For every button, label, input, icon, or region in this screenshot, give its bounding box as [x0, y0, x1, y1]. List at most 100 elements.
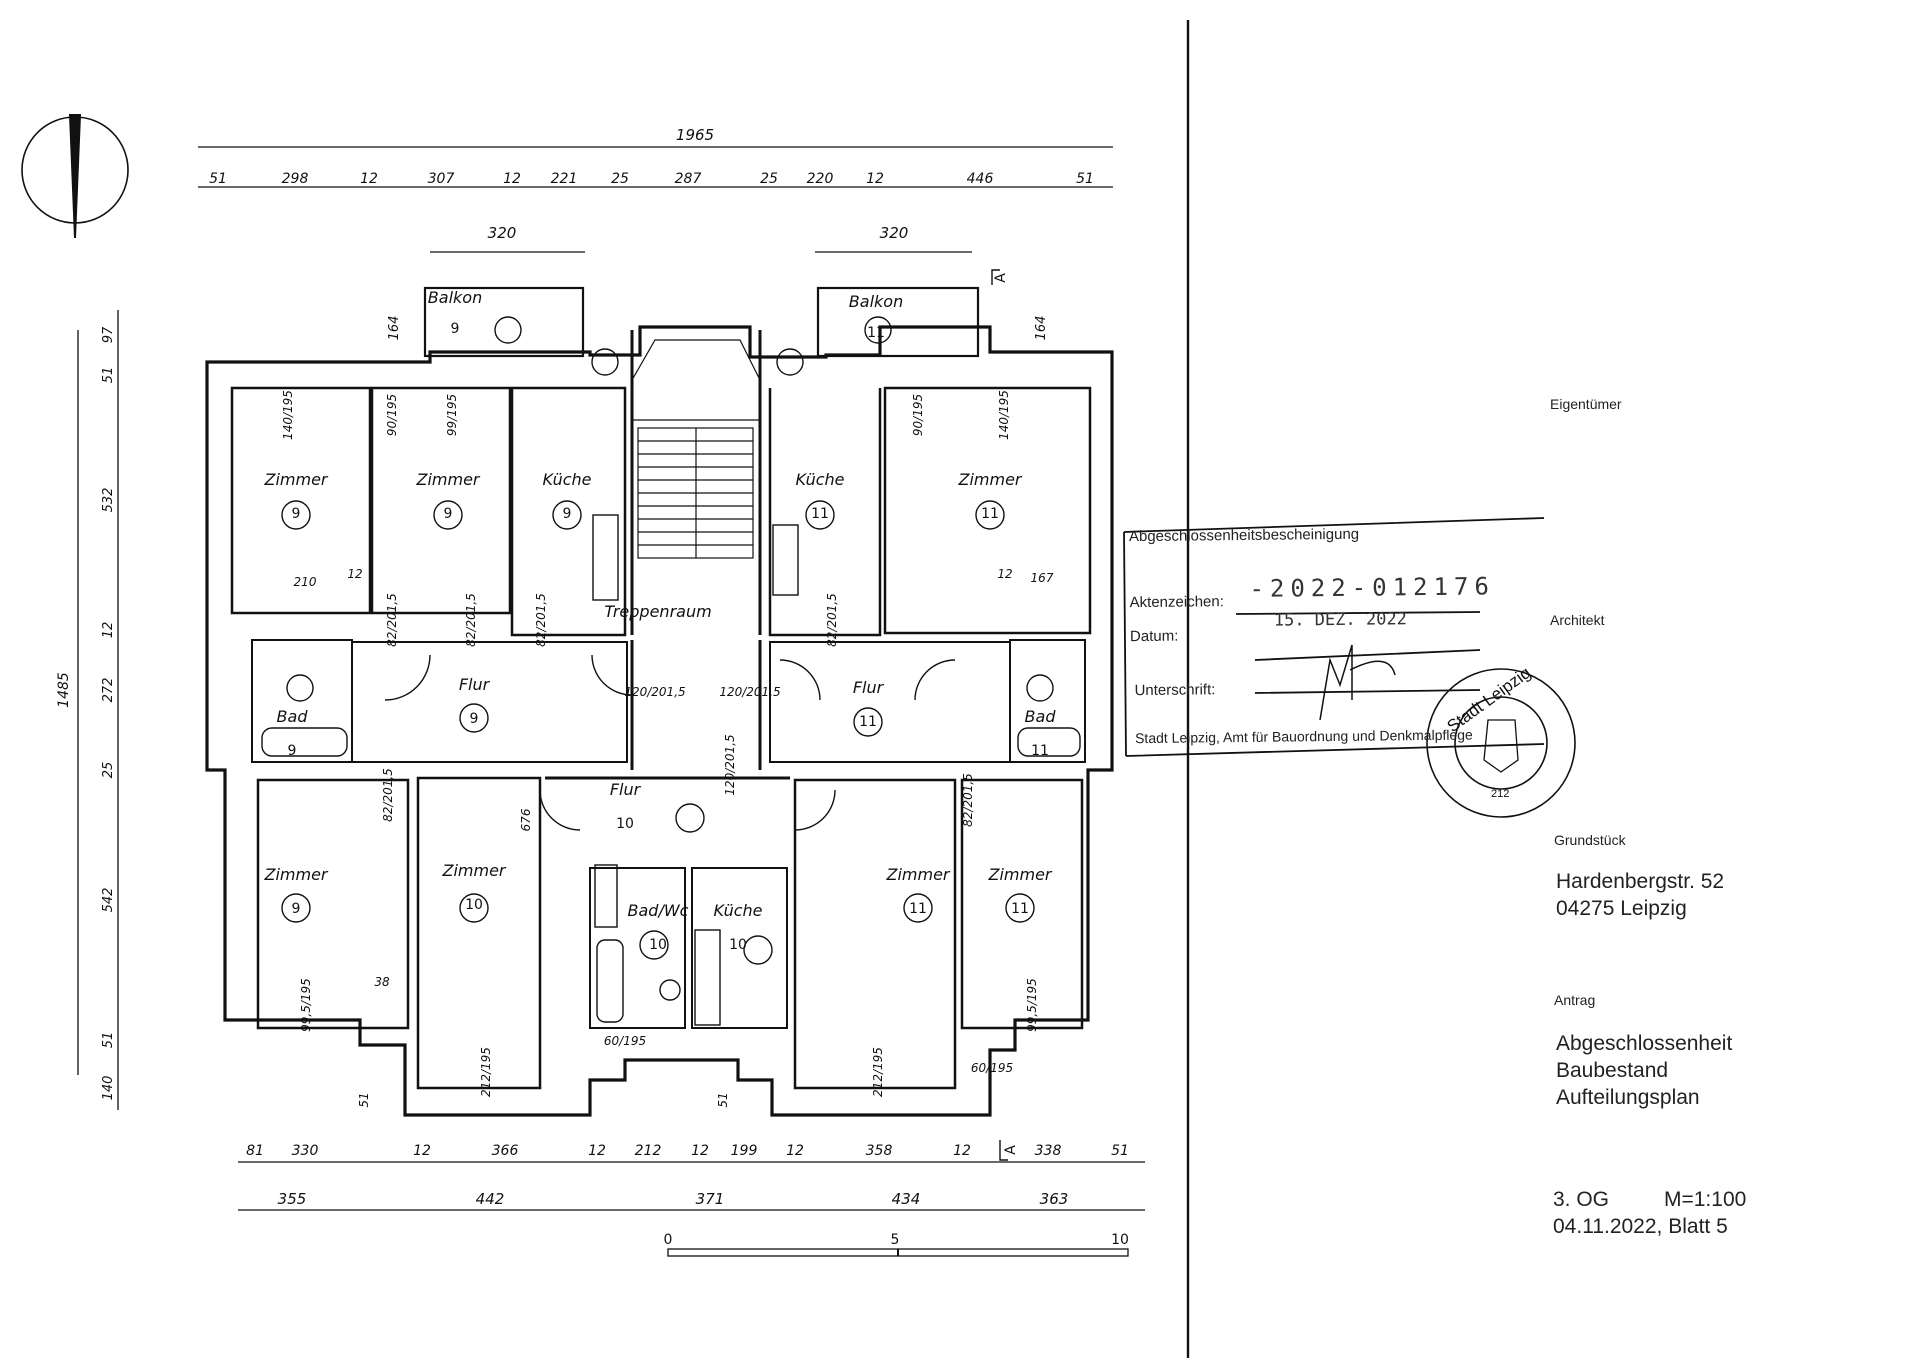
dim-room: 99,5/195: [299, 978, 313, 1032]
section-marker: A: [993, 273, 1009, 283]
room-unit-number: 10: [616, 816, 634, 832]
dim-room: 99,5/195: [1025, 978, 1039, 1032]
dim-top-segment: 12: [866, 171, 884, 187]
room-unit-number: 9: [563, 506, 572, 522]
signature-mark: [1319, 644, 1396, 721]
dim-top-segment: 298: [282, 171, 309, 187]
dim-room: 12: [347, 567, 362, 581]
dim-bottom-segment: 338: [1035, 1143, 1062, 1159]
room-unit-number: 9: [444, 506, 453, 522]
room-label: Küche: [543, 470, 592, 489]
room-label: Zimmer: [988, 865, 1053, 884]
dim-bottom-segment: 12: [786, 1143, 804, 1159]
room-label: Zimmer: [264, 470, 329, 489]
dim-left-segment: 51: [101, 1032, 116, 1049]
address-line-2: 04275 Leipzig: [1556, 897, 1687, 920]
dim-top-segment: 220: [807, 171, 834, 187]
room-label: Treppenraum: [604, 602, 711, 621]
dim-room: 212/195: [479, 1047, 493, 1097]
dim-room: 120/201,5: [723, 734, 737, 795]
stamp-datum-value: 15. DEZ. 2022: [1273, 609, 1407, 631]
room-label: Bad/Wc: [628, 901, 689, 920]
dim-top-segment: 25: [611, 171, 629, 187]
room-unit-number: 11: [909, 901, 927, 917]
dim-bottom-segment: 330: [292, 1143, 319, 1159]
room-label: Balkon: [849, 292, 903, 311]
dim-bottom-segment: 199: [731, 1143, 758, 1159]
antrag-line-3: Aufteilungsplan: [1556, 1086, 1700, 1109]
seal-text: Stadt Leipzig: [1443, 663, 1535, 737]
dim-top-segment: 221: [551, 171, 578, 187]
room-label: Zimmer: [416, 470, 481, 489]
dim-top-segment: 446: [967, 171, 994, 187]
eigentuemer-label: Eigentümer: [1550, 396, 1622, 412]
dim-left-segment: 12: [101, 622, 116, 639]
room-label: Zimmer: [442, 861, 507, 880]
dim-balcony-width: 320: [880, 224, 909, 242]
room-unit-number: 9: [292, 901, 301, 917]
dim-bottom-segment: 51: [1111, 1143, 1129, 1159]
dim-room: 140/195: [281, 390, 295, 440]
dim-top-segment: 51: [209, 171, 227, 187]
dim-left-segment: 97: [101, 326, 116, 343]
dim-top-segment: 287: [675, 171, 702, 187]
room-unit-number: 11: [1031, 743, 1049, 759]
dim-room: 90/195: [385, 394, 399, 436]
dim-room: 60/195: [604, 1034, 646, 1048]
room-label: Küche: [796, 470, 845, 489]
dim-top-segment: 307: [428, 171, 455, 187]
stamp-title: Abgeschlossenheitsbescheinigung: [1128, 525, 1360, 546]
scale-tick-5: 5: [891, 1232, 900, 1248]
stamp-frame: [1123, 517, 1545, 757]
architekt-label: Architekt: [1550, 612, 1605, 628]
antrag-line-1: Abgeschlossenheit: [1556, 1032, 1733, 1055]
scale-tick-0: 0: [664, 1232, 673, 1248]
dim-bottom-group: 363: [1040, 1190, 1069, 1208]
room-unit-number: 11: [811, 506, 829, 522]
room-unit-number: 9: [451, 321, 460, 337]
dim-bottom-segment: 12: [691, 1143, 709, 1159]
dim-left-total: 1485: [56, 672, 72, 708]
room-label: Flur: [459, 675, 491, 694]
dim-left-segment: 542: [101, 888, 116, 913]
dim-balcony-depth: 164: [387, 316, 402, 341]
room-unit-number: 11: [859, 714, 877, 730]
scale-bar: [667, 1248, 1129, 1257]
dim-room: 82/201,5: [385, 593, 399, 647]
floor-label: 3. OG: [1553, 1188, 1610, 1211]
dim-bottom-group: 371: [696, 1190, 725, 1208]
dim-left-segment: 25: [101, 762, 116, 779]
room-label: Flur: [610, 780, 642, 799]
dim-bottom-segment: 81: [246, 1143, 264, 1159]
room-unit-number: 10: [729, 937, 747, 953]
room-unit-number: 10: [465, 897, 483, 913]
dim-room: 12: [997, 567, 1012, 581]
staircase: [631, 339, 761, 559]
room-unit-number: 11: [867, 325, 885, 341]
stamp-unterschrift-label: Unterschrift:: [1134, 681, 1216, 700]
room-unit-number: 10: [649, 937, 667, 953]
dim-room: 90/195: [911, 394, 925, 436]
room-label: Bad: [277, 707, 309, 726]
scale-tick-10: 10: [1111, 1232, 1129, 1248]
seal-stamp-graphic: [1426, 668, 1576, 818]
room-label: Balkon: [428, 288, 482, 307]
dim-room: 60/195: [971, 1061, 1013, 1075]
room-unit-number: 9: [292, 506, 301, 522]
room-label: Flur: [853, 678, 885, 697]
scale-label: M=1:100: [1664, 1188, 1747, 1211]
date-sheet-label: 04.11.2022, Blatt 5: [1553, 1215, 1728, 1238]
seal: Stadt Leipzig 212: [1426, 663, 1576, 818]
dim-room: 120/201,5: [719, 685, 780, 699]
dim-room: 82/201,5: [825, 593, 839, 647]
dim-room: 82/201,5: [534, 593, 548, 647]
dim-top-total: 1965: [676, 126, 714, 144]
dim-bottom-segment: 12: [413, 1143, 431, 1159]
seal-number: 212: [1491, 788, 1510, 800]
dim-top-segment: 12: [503, 171, 521, 187]
dim-bottom-group: 442: [476, 1190, 505, 1208]
room-label: Bad: [1025, 707, 1057, 726]
room-unit-number: 11: [981, 506, 999, 522]
grundstueck-label: Grundstück: [1554, 832, 1626, 848]
